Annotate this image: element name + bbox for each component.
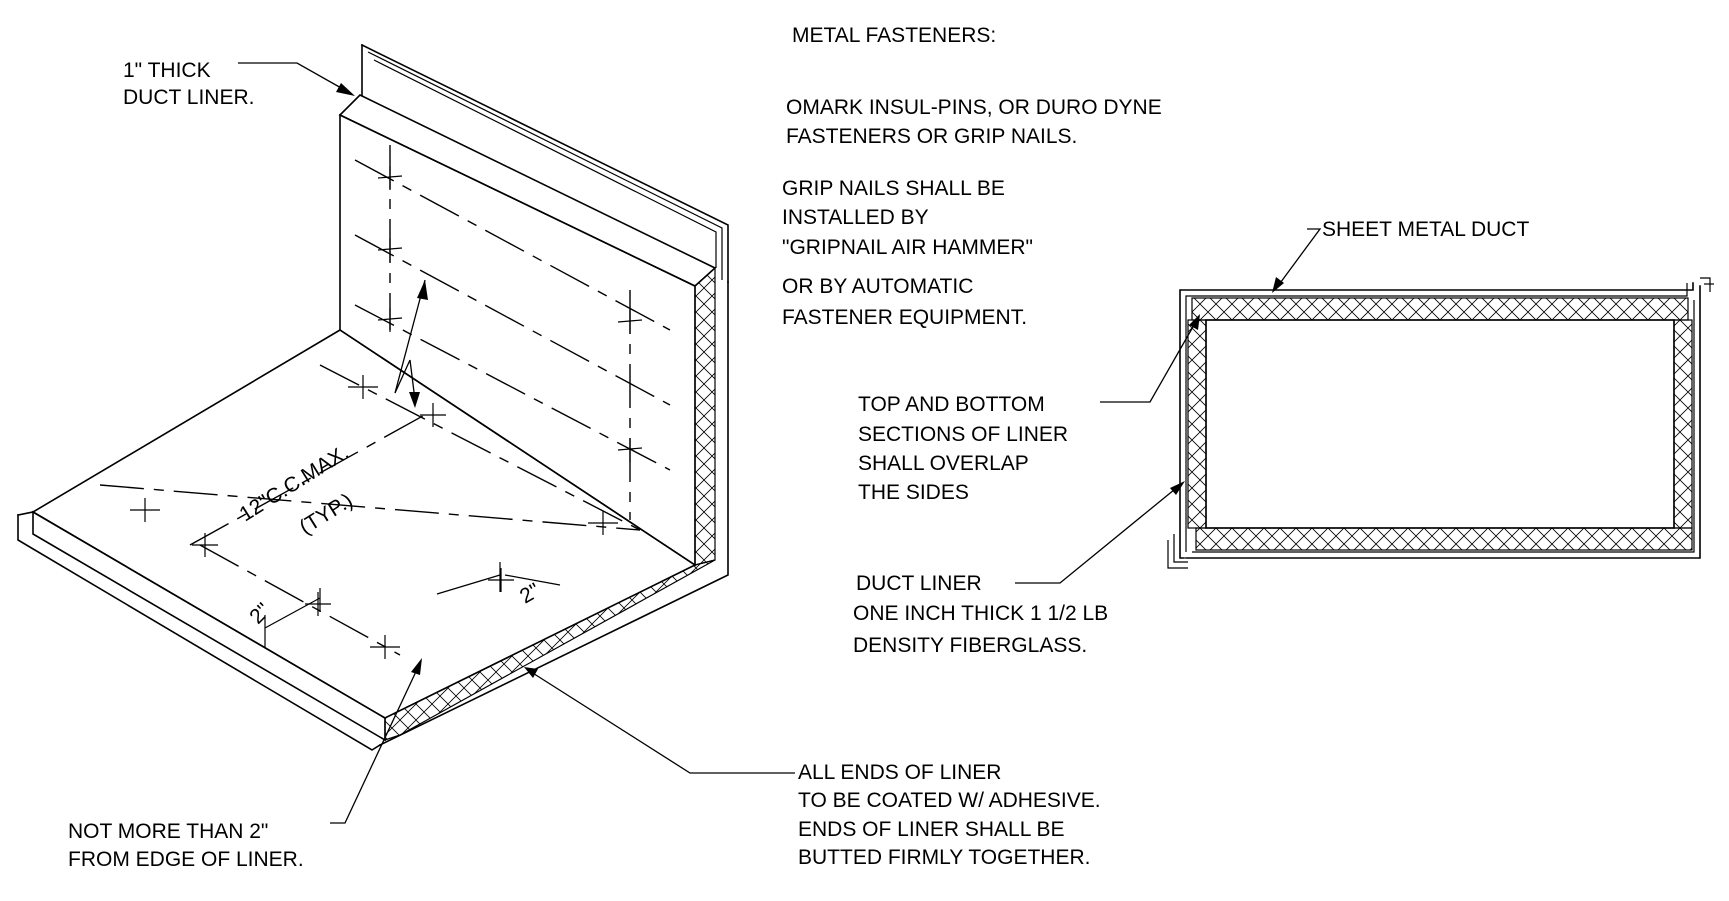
grip-nails-line-1: GRIP NAILS SHALL BE: [782, 177, 1005, 200]
fastener-row-horizontal-2: [319, 364, 641, 531]
corner-flange-top-right: [1700, 277, 1711, 292]
duct-airway: [1205, 319, 1675, 529]
grip-nails-line-5: FASTENER EQUIPMENT.: [782, 306, 1027, 329]
sheet-metal-duct-inner-outline: [1185, 283, 1688, 552]
horizontal-liner-section: [384, 559, 716, 741]
left-liner-section: [1187, 319, 1207, 529]
duct-liner-note-line-2: ONE INCH THICK 1 1/2 LB: [853, 602, 1108, 625]
duct-liner-note-line-1: DUCT LINER: [856, 572, 982, 595]
horizontal-liner-panel: [31, 329, 697, 719]
bottom-liner-section: [1195, 527, 1693, 551]
ends-note: ALL ENDS OF LINER TO BE COATED W/ ADHESI…: [798, 761, 1101, 869]
sheet-metal-back-edge: [378, 281, 729, 747]
horizontal-liner-front-edge: [32, 510, 386, 742]
corner-flange-bottom-left: [1173, 534, 1188, 563]
fastener-row-vertical-1: [354, 159, 671, 331]
sheet-metal-leader: [1274, 228, 1322, 291]
sheet-metal-bottom-lip: [17, 514, 382, 751]
edge-note-line-2: FROM EDGE OF LINER.: [68, 848, 304, 871]
sheet-metal-duct-label: SHEET METAL DUCT: [1322, 218, 1529, 241]
top-liner-section: [1191, 297, 1689, 321]
sheet-metal-vertical-inner: [367, 51, 723, 280]
ends-note-line-1: ALL ENDS OF LINER: [798, 761, 1001, 784]
liner-thickness-line-2: DUCT LINER.: [123, 86, 254, 109]
ends-note-line-4: BUTTED FIRMLY TOGETHER.: [798, 846, 1090, 869]
edge-note: NOT MORE THAN 2" FROM EDGE OF LINER.: [68, 820, 304, 871]
sheet-metal-vertical-outer: [360, 43, 729, 283]
grip-nails-line-4: OR BY AUTOMATIC: [782, 275, 973, 298]
edge-dimensions: [264, 562, 561, 648]
liner-thickness-line-1: 1" THICK: [123, 59, 211, 82]
right-liner-section: [1673, 319, 1693, 529]
duct-liner-note-line-3: DENSITY FIBERGLASS.: [853, 634, 1087, 657]
liner-thickness-leader: [238, 62, 351, 94]
fastener-marks: [130, 166, 643, 659]
grip-nails-line-3: "GRIPNAIL AIR HAMMER": [782, 236, 1033, 259]
ends-note-line-3: ENDS OF LINER SHALL BE: [798, 818, 1064, 841]
duct-liner-leader: [1015, 484, 1181, 584]
overlap-note-line-1: TOP AND BOTTOM: [858, 393, 1045, 416]
fasteners-options-line-1: OMARK INSUL-PINS, OR DURO DYNE: [786, 96, 1162, 119]
overlap-note: TOP AND BOTTOM SECTIONS OF LINER SHALL O…: [858, 393, 1068, 504]
spacing-dimension: [394, 279, 428, 408]
corner-flange-bottom-left-2: [1167, 540, 1188, 569]
fastener-notes: METAL FASTENERS: OMARK INSUL-PINS, OR DU…: [782, 24, 1162, 329]
ends-note-line-2: TO BE COATED W/ ADHESIVE.: [798, 789, 1101, 812]
dimension-label-right: 2": [516, 579, 544, 608]
duct-liner-note: DUCT LINER ONE INCH THICK 1 1/2 LB DENSI…: [853, 572, 1108, 657]
fastener-row-horizontal-1: [99, 484, 641, 531]
dimension-label-left: 2": [245, 599, 275, 629]
vertical-liner-section: [694, 266, 716, 566]
fasteners-options-line-2: FASTENERS OR GRIP NAILS.: [786, 125, 1077, 148]
overlap-note-line-4: THE SIDES: [858, 481, 969, 504]
fasteners-title: METAL FASTENERS:: [792, 24, 996, 47]
overlap-note-line-3: SHALL OVERLAP: [858, 452, 1029, 475]
edge-note-leader: [330, 662, 421, 824]
typ-label: (TYP.): [295, 489, 356, 539]
sheet-metal-bottom-top: [17, 511, 34, 516]
sheet-metal-duct-bottom-inner: [1192, 300, 1695, 553]
grip-nails-line-2: INSTALLED BY: [782, 206, 929, 229]
overlap-leader: [1100, 317, 1199, 403]
ends-note-leader: [527, 669, 795, 774]
fastener-row-horizontal-4: [199, 544, 401, 656]
sheet-metal-flange: [373, 59, 717, 268]
liner-thickness-callout: 1" THICK DUCT LINER.: [123, 59, 254, 109]
overlap-note-line-2: SECTIONS OF LINER: [858, 423, 1068, 446]
sheet-metal-duct-bottom: [1185, 285, 1701, 559]
fastener-row-vertical-2: [354, 234, 671, 406]
duct-cross-section: [1015, 228, 1714, 584]
edge-note-line-1: NOT MORE THAN 2": [68, 820, 268, 843]
fastener-row-horizontal-3: [189, 411, 431, 546]
fastener-row-vertical-3: [354, 304, 671, 471]
isometric-liner-view: 12"C.C.MAX. (TYP.) 2" 2": [17, 43, 795, 824]
sheet-metal-duct-outline: [1179, 282, 1694, 559]
